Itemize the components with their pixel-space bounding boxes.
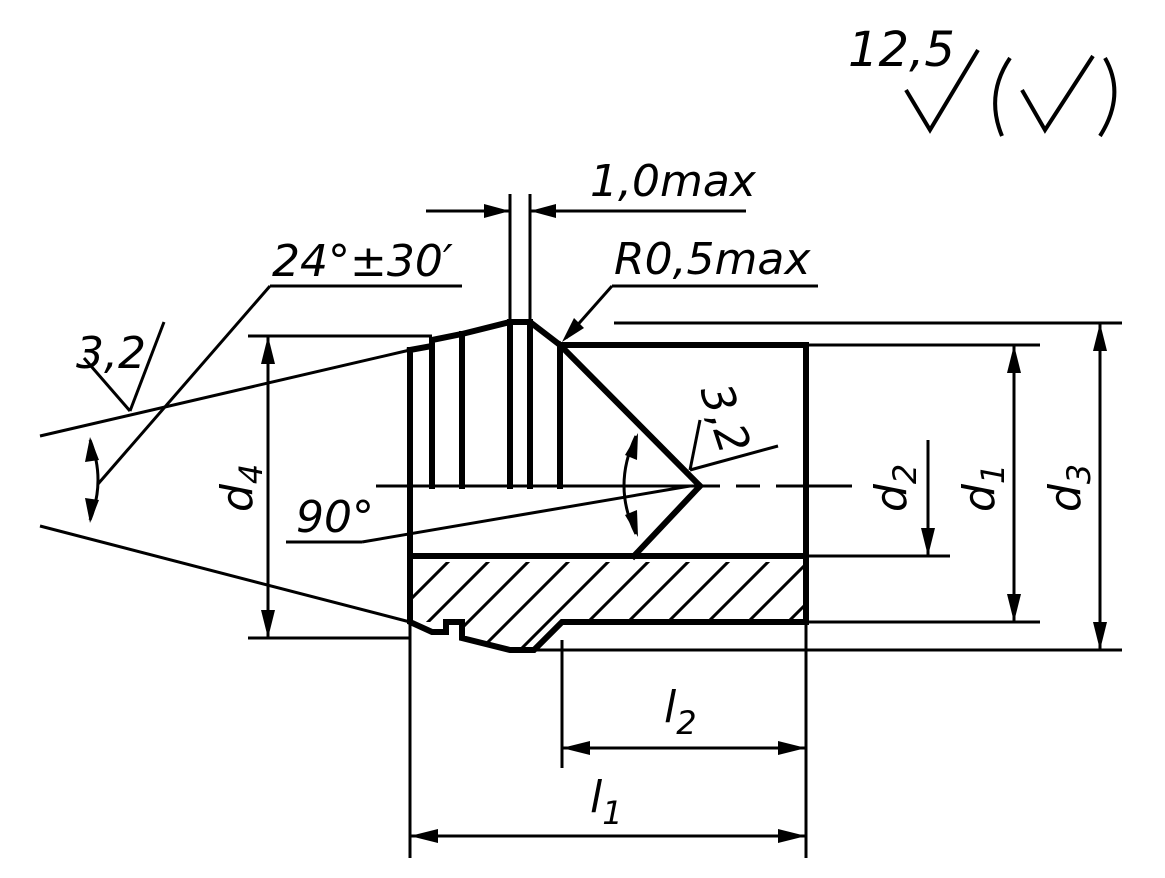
seat-roughness-value: 3,2 <box>690 378 760 460</box>
chamfer-width-dimension: 1,0max <box>426 156 757 218</box>
dimension-l2: l2 <box>562 682 806 755</box>
l1-index: 1 <box>602 794 622 832</box>
l2-index: 2 <box>676 704 696 742</box>
extension-lines <box>39 194 1122 858</box>
radius-text: R0,5max <box>614 234 811 285</box>
cone-roughness-value: 3,2 <box>76 328 146 379</box>
roughness-check-icon <box>904 48 980 134</box>
seat-roughness-symbol: 3,2 <box>688 378 779 472</box>
right-parenthesis <box>1098 57 1117 138</box>
svg-text:d3: d3 <box>1040 464 1098 512</box>
dimension-d3: d3 <box>1040 323 1107 650</box>
general-roughness-symbol: 12,5 <box>848 22 1117 138</box>
d3-index: 3 <box>1060 464 1098 484</box>
cone-angle-text: 24°±30′ <box>272 236 453 287</box>
d1-label: d <box>954 483 1005 512</box>
d3-label: d <box>1040 483 1091 512</box>
part-outline <box>406 319 809 653</box>
left-parenthesis <box>993 56 1012 137</box>
dimension-d2: d2 <box>866 440 935 556</box>
d1-index: 1 <box>974 464 1012 484</box>
l1-label: l <box>590 772 603 823</box>
d4-label: d <box>212 483 263 512</box>
dimension-d1: d1 <box>954 345 1021 622</box>
svg-text:d2: d2 <box>866 464 924 512</box>
roughness-check-small-icon <box>1020 54 1095 134</box>
svg-text:l2: l2 <box>664 682 697 742</box>
seat-angle-annotation: 90° <box>286 433 691 544</box>
d2-index: 2 <box>886 464 924 484</box>
l2-label: l <box>664 682 677 733</box>
seat-angle-text: 90° <box>296 492 374 543</box>
radius-annotation: R0,5max <box>562 234 818 342</box>
svg-text:d1: d1 <box>954 464 1012 512</box>
general-roughness-value: 12,5 <box>848 22 955 78</box>
d2-label: d <box>866 483 917 512</box>
dimension-d4: d4 <box>212 336 275 638</box>
svg-text:l1: l1 <box>590 772 623 832</box>
chamfer-width-text: 1,0max <box>590 156 757 207</box>
d4-index: 4 <box>232 464 270 484</box>
cone-angle-annotation: 24°±30′ <box>85 236 462 523</box>
svg-text:d4: d4 <box>212 464 270 512</box>
dimension-l1: l1 <box>410 772 806 843</box>
cone-roughness-symbol: 3,2 <box>76 321 166 412</box>
